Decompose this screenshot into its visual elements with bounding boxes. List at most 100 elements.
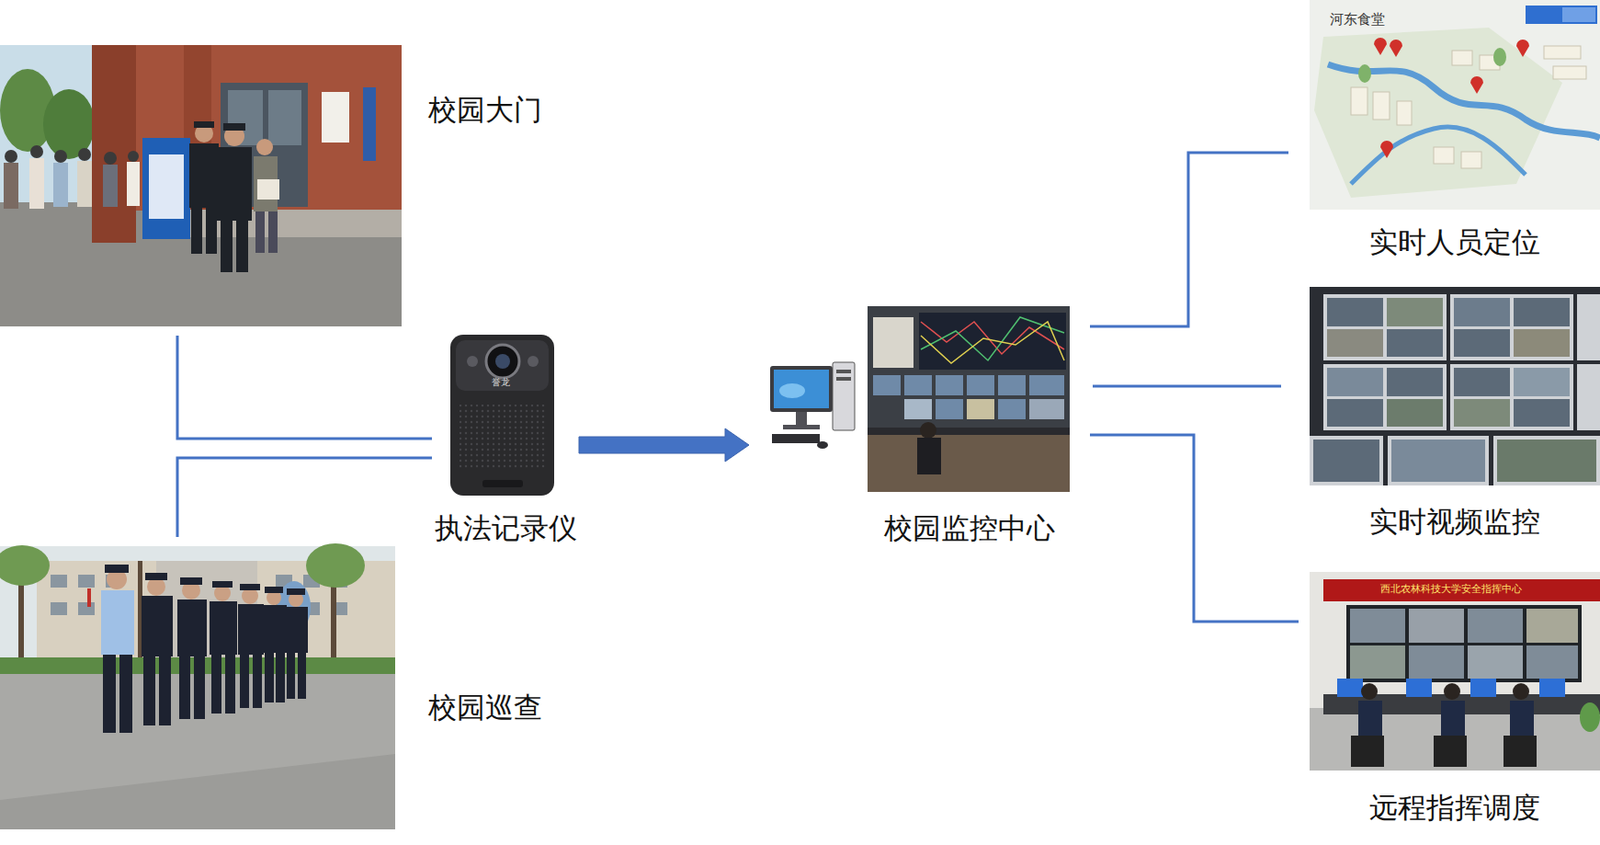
video-wall-photo-part-part <box>1513 329 1570 357</box>
gate-photo-part <box>0 45 402 327</box>
gate-photo-part-part <box>103 151 117 165</box>
officers-part <box>286 588 306 595</box>
gate-photo-part-part <box>78 147 91 161</box>
control-room-photo-part <box>919 312 1067 370</box>
officers-part <box>143 656 156 726</box>
video-wall-photo-part-part <box>1513 367 1570 397</box>
command-center-photo-part-part <box>1406 678 1432 697</box>
video-wall-photo-part-part <box>1577 294 1600 361</box>
gate-photo-part <box>91 45 137 243</box>
command-center-photo-part-part <box>1512 682 1530 700</box>
body-camera-part <box>455 340 549 391</box>
command-center-photo-part-part <box>1470 678 1497 697</box>
officers-part <box>252 654 262 708</box>
officers-part <box>264 586 284 593</box>
control-room-photo-part-part <box>904 374 932 396</box>
officers-part <box>262 604 287 653</box>
connector <box>1089 152 1289 327</box>
command-center-photo-part-part <box>1361 682 1378 700</box>
command-center-photo-part-part <box>1358 700 1383 738</box>
command-center-photo-part-part <box>1350 608 1406 643</box>
gate-photo-part-part <box>236 220 249 273</box>
control-room-photo-part-part <box>1029 374 1065 396</box>
video-wall-photo-part-part <box>1453 329 1510 357</box>
computer-icon-part <box>773 369 829 409</box>
computer-icon-part <box>817 441 829 449</box>
command-center-photo-part <box>1323 578 1600 602</box>
officers-part <box>177 599 207 657</box>
officers-part <box>141 595 173 657</box>
control-room-photo-part-part <box>1029 398 1065 420</box>
patrol-photo-part-part <box>50 574 68 588</box>
gate-photo-part <box>189 121 252 273</box>
gate-photo-part-part <box>189 143 219 208</box>
officers <box>101 564 308 733</box>
body-camera-part <box>459 404 545 469</box>
computer-icon-part <box>771 433 820 443</box>
video-wall-photo-part-part <box>1386 297 1443 327</box>
video-wall-photo-part-part <box>1450 294 1574 361</box>
officers-part <box>225 654 236 714</box>
gate-photo-part-part <box>54 149 68 163</box>
campus-map-part <box>1350 126 1526 184</box>
command-center-photo-part <box>1350 608 1578 679</box>
control-room-photo-part <box>867 427 1070 435</box>
officers-part <box>211 654 222 714</box>
block-arrow <box>578 428 749 462</box>
campus-map <box>1309 0 1600 210</box>
command-center-photo-part-part <box>1350 735 1385 767</box>
campus-map-part <box>1314 27 1563 198</box>
campus-map-part-part <box>1380 140 1394 159</box>
officers-part <box>145 572 168 580</box>
control-room-photo-part <box>867 306 1070 492</box>
campus-map-part-part <box>1396 101 1412 125</box>
video-wall-photo-part-part <box>1450 363 1574 431</box>
officers-part <box>179 656 191 719</box>
campus-map-part <box>1327 64 1600 138</box>
officers-part <box>158 656 171 726</box>
caption-text: 执法记录仪 <box>431 511 579 545</box>
video-wall-photo-part-part <box>1513 398 1570 427</box>
gate-photo-part <box>3 145 140 209</box>
campus-map-part <box>1562 7 1596 23</box>
body-camera-part <box>482 479 523 488</box>
video-wall-photo-part-part <box>1513 297 1570 327</box>
patrol-photo-part-part <box>78 601 95 615</box>
video-wall-photo-part-part <box>1327 367 1384 397</box>
body-camera-part <box>466 355 478 367</box>
control-room-photo-part-part <box>873 374 901 396</box>
gate-photo-part <box>257 179 280 200</box>
gate-photo-part-part <box>126 161 140 206</box>
command-center-photo-part-part <box>1408 645 1464 679</box>
patrol-photo-part <box>0 545 396 829</box>
officers-part <box>101 590 135 655</box>
command-center-photo-part <box>1358 682 1534 738</box>
video-wall-photo-part-part <box>1327 329 1384 357</box>
officers-part <box>212 580 233 588</box>
video-wall-photo-part <box>1309 286 1600 486</box>
connector <box>177 335 432 439</box>
caption-text: 校园监控中心 <box>867 511 1071 545</box>
control-room-photo-part-part <box>935 398 964 420</box>
connector-line <box>1089 434 1299 622</box>
patrol-photo-part <box>0 753 396 829</box>
command-center-photo-part-part <box>1443 682 1461 700</box>
campus-map-part-part <box>1433 147 1454 164</box>
connector-line <box>1089 152 1289 327</box>
video-wall-photo-part-part <box>1386 398 1443 427</box>
control-room-photo-part <box>873 317 914 368</box>
command-center-photo-part-part <box>1503 735 1537 767</box>
campus-map-part <box>1350 45 1587 169</box>
computer-icon <box>770 362 855 449</box>
control-room-photo-part-part <box>904 398 932 420</box>
campus-map-part-part <box>1516 39 1530 57</box>
officers-part <box>104 564 129 573</box>
command-center-photo-part <box>1309 571 1600 771</box>
connector <box>1089 434 1299 622</box>
officers-part <box>239 654 250 708</box>
gate-photo-part-part <box>102 164 118 207</box>
gate-photo-part <box>0 202 402 327</box>
officers-part <box>297 652 307 699</box>
command-center-photo-part <box>1350 735 1537 767</box>
